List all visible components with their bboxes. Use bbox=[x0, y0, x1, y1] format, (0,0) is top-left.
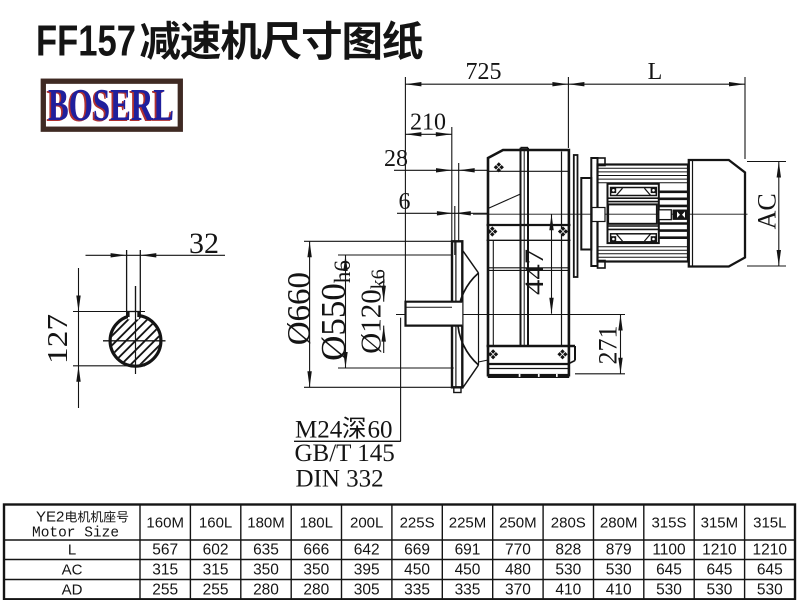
svg-text:315M: 315M bbox=[701, 515, 739, 532]
svg-text:255: 255 bbox=[203, 582, 229, 599]
svg-text:271: 271 bbox=[594, 326, 623, 365]
svg-text:530: 530 bbox=[606, 562, 632, 579]
svg-text:GB/T 145: GB/T 145 bbox=[295, 440, 395, 467]
svg-text:1100: 1100 bbox=[652, 542, 686, 559]
svg-text:666: 666 bbox=[303, 542, 329, 559]
svg-text:691: 691 bbox=[455, 542, 481, 559]
svg-text:315: 315 bbox=[203, 562, 229, 579]
svg-text:M24: M24 bbox=[295, 417, 343, 444]
svg-text:350: 350 bbox=[253, 562, 279, 579]
svg-text:450: 450 bbox=[455, 562, 481, 579]
svg-text:DIN 332: DIN 332 bbox=[296, 466, 384, 493]
svg-text:FF157: FF157 bbox=[36, 17, 136, 66]
svg-text:280: 280 bbox=[303, 582, 329, 599]
svg-text:60: 60 bbox=[368, 417, 393, 444]
svg-text:725: 725 bbox=[466, 59, 502, 85]
svg-text:602: 602 bbox=[203, 542, 229, 559]
svg-text:879: 879 bbox=[606, 542, 632, 559]
svg-text:450: 450 bbox=[404, 562, 430, 579]
svg-text:1210: 1210 bbox=[702, 542, 737, 559]
svg-text:645: 645 bbox=[757, 562, 783, 579]
svg-text:447: 447 bbox=[520, 249, 549, 295]
svg-text:635: 635 bbox=[253, 542, 279, 559]
svg-text:770: 770 bbox=[505, 542, 531, 559]
svg-text:AC: AC bbox=[62, 562, 83, 579]
svg-text:180M: 180M bbox=[247, 515, 285, 532]
svg-text:567: 567 bbox=[152, 542, 178, 559]
svg-text:AC: AC bbox=[753, 193, 782, 229]
svg-text:L: L bbox=[648, 59, 663, 85]
svg-text:315L: 315L bbox=[753, 515, 786, 532]
svg-text:480: 480 bbox=[505, 562, 531, 579]
svg-text:280: 280 bbox=[253, 582, 279, 599]
svg-text:225S: 225S bbox=[400, 515, 435, 532]
svg-text:Motor Size: Motor Size bbox=[32, 526, 119, 542]
svg-text:250M: 250M bbox=[499, 515, 537, 532]
svg-text:669: 669 bbox=[404, 542, 430, 559]
svg-text:315: 315 bbox=[152, 562, 178, 579]
svg-text:L: L bbox=[68, 542, 76, 559]
svg-text:AD: AD bbox=[62, 582, 83, 599]
svg-text:280S: 280S bbox=[551, 515, 586, 532]
svg-text:530: 530 bbox=[757, 582, 783, 599]
svg-text:642: 642 bbox=[354, 542, 380, 559]
svg-text:160M: 160M bbox=[146, 515, 184, 532]
svg-text:530: 530 bbox=[656, 582, 682, 599]
svg-text:BOSERL: BOSERL bbox=[46, 81, 172, 131]
svg-text:395: 395 bbox=[354, 562, 380, 579]
svg-text:BOSERL: BOSERL bbox=[48, 80, 174, 130]
svg-text:160L: 160L bbox=[199, 515, 232, 532]
svg-text:YE2: YE2 bbox=[36, 509, 64, 526]
svg-text:645: 645 bbox=[706, 562, 732, 579]
svg-text:410: 410 bbox=[606, 582, 632, 599]
svg-text:225M: 225M bbox=[449, 515, 487, 532]
svg-text:127: 127 bbox=[43, 314, 74, 364]
svg-text:315S: 315S bbox=[651, 515, 686, 532]
svg-text:645: 645 bbox=[656, 562, 682, 579]
svg-text:28: 28 bbox=[384, 146, 408, 172]
svg-text:32: 32 bbox=[189, 227, 219, 260]
svg-text:410: 410 bbox=[555, 582, 581, 599]
svg-text:Ø660: Ø660 bbox=[282, 272, 318, 345]
svg-text:305: 305 bbox=[354, 582, 380, 599]
svg-text:530: 530 bbox=[706, 582, 732, 599]
svg-text:370: 370 bbox=[505, 582, 531, 599]
svg-text:255: 255 bbox=[152, 582, 178, 599]
svg-text:335: 335 bbox=[404, 582, 430, 599]
svg-text:280M: 280M bbox=[600, 515, 638, 532]
svg-text:210: 210 bbox=[410, 110, 446, 136]
svg-text:180L: 180L bbox=[300, 515, 333, 532]
svg-text:530: 530 bbox=[555, 562, 581, 579]
svg-text:1210: 1210 bbox=[753, 542, 788, 559]
svg-text:200L: 200L bbox=[350, 515, 383, 532]
svg-text:350: 350 bbox=[303, 562, 329, 579]
svg-text:6: 6 bbox=[399, 189, 411, 215]
svg-text:828: 828 bbox=[555, 542, 581, 559]
svg-text:335: 335 bbox=[455, 582, 481, 599]
